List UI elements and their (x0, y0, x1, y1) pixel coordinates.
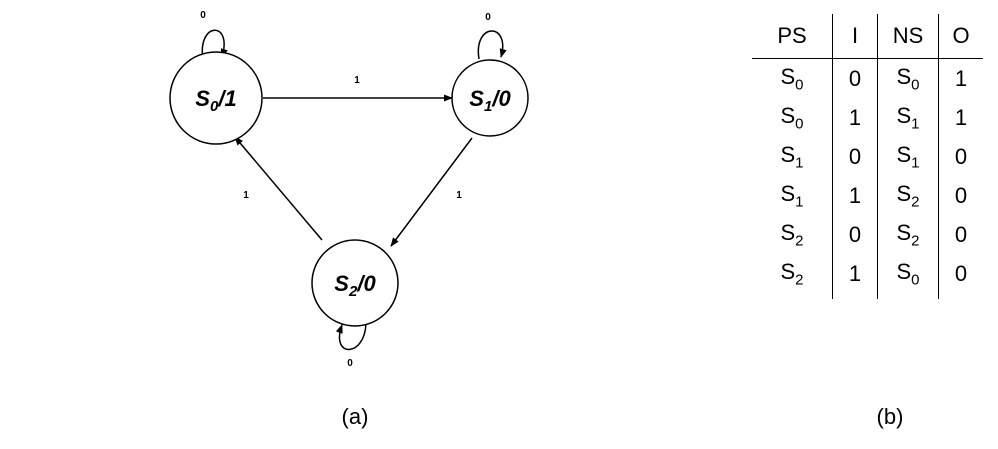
table-header-row: PS I NS O (752, 14, 983, 59)
state-s2-label: S2/0 (334, 271, 376, 300)
cell-i: 1 (832, 98, 878, 137)
state-symbol: S (896, 102, 912, 128)
caption-a: (a) (341, 404, 369, 429)
state-s0-circle (169, 51, 263, 145)
cell-ns: S2 (877, 215, 939, 254)
self-loop-s1 (477, 30, 507, 60)
edge-s2-s0 (234, 136, 323, 241)
state-subscript: 0 (795, 115, 804, 133)
state-symbol: S (780, 219, 796, 245)
label-s1-self: 0 (485, 12, 491, 23)
cell-o: 1 (954, 65, 968, 91)
state-subscript: 2 (911, 193, 920, 211)
label-s0-self: 0 (200, 10, 206, 21)
state-symbol: S (896, 141, 912, 167)
header-ps: PS (752, 14, 833, 59)
cell-o: 1 (954, 104, 968, 130)
cell-ps: S0 (752, 98, 833, 137)
cell-ps: S2 (752, 254, 833, 299)
cell-o: 0 (954, 221, 968, 247)
state-s0-label: S0/1 (195, 86, 236, 115)
cell-ns: S2 (877, 176, 939, 215)
state-symbol: S (780, 258, 796, 284)
state-subscript: 2 (911, 232, 920, 250)
state-subscript: 1 (911, 115, 920, 133)
state-symbol: S (896, 63, 912, 89)
state-symbol: S (896, 258, 912, 284)
label-s0-s1: 1 (354, 75, 360, 86)
cell-ps: S1 (752, 176, 833, 215)
cell-o: 0 (954, 182, 968, 208)
header-i: I (832, 14, 878, 59)
cell-ns: S1 (877, 98, 939, 137)
label-s2-s0: 1 (243, 190, 249, 201)
cell-i: 1 (832, 254, 878, 299)
cell-o: 0 (954, 143, 968, 169)
cell-ns: S0 (877, 254, 939, 299)
state-subscript: 2 (795, 271, 804, 289)
caption-b: (b) (876, 404, 904, 429)
label-s1-s2: 1 (456, 190, 462, 201)
state-subscript: 0 (911, 76, 920, 94)
state-subscript: 1 (911, 154, 920, 172)
cell-i: 0 (832, 215, 878, 254)
header-o: O (938, 14, 983, 59)
header-ns: NS (877, 14, 939, 59)
state-s2-circle (311, 239, 399, 327)
cell-ns: S0 (877, 58, 939, 98)
state-diagram: S0/1 S1/0 S2/0 0 0 0 1 1 1 (169, 10, 529, 369)
cell-ps: S2 (752, 215, 833, 254)
state-symbol: S (780, 102, 796, 128)
self-loop-s0 (201, 29, 228, 60)
state-subscript: 1 (795, 154, 804, 172)
state-subscript: 2 (795, 232, 804, 250)
state-symbol: S (896, 180, 912, 206)
state-subscript: 1 (795, 193, 804, 211)
label-s2-self: 0 (347, 358, 353, 369)
cell-i: 0 (832, 137, 878, 176)
self-loop-s2 (335, 322, 367, 351)
state-s1-label: S1/0 (469, 86, 511, 115)
cell-o: 0 (954, 260, 968, 286)
state-symbol: S (896, 219, 912, 245)
state-symbol: S (780, 180, 796, 206)
state-symbol: S (780, 141, 796, 167)
cell-ns: S1 (877, 137, 939, 176)
state-subscript: 0 (795, 76, 804, 94)
state-subscript: 0 (911, 271, 920, 289)
cell-ps: S1 (752, 137, 833, 176)
cell-ps: S0 (752, 58, 833, 98)
cell-i: 0 (832, 58, 878, 98)
state-symbol: S (780, 63, 796, 89)
state-s1-circle (451, 59, 529, 137)
cell-i: 1 (832, 176, 878, 215)
edge-s1-s2 (390, 137, 473, 247)
